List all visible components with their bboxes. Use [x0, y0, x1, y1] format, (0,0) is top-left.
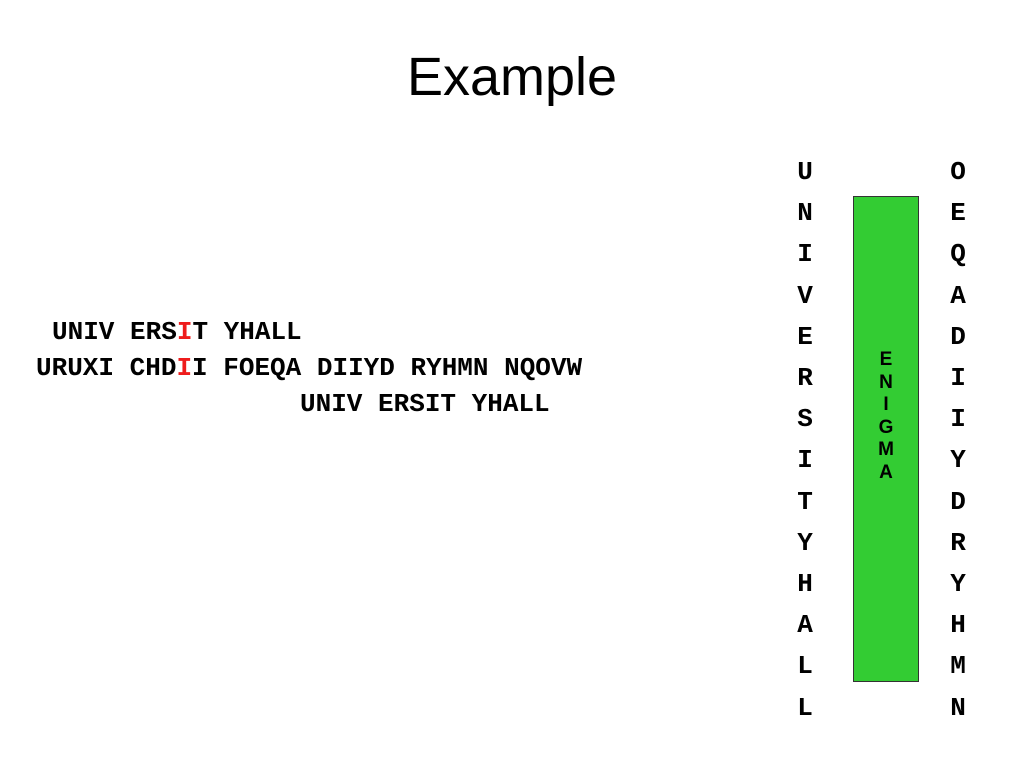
input-letter: U: [797, 157, 813, 187]
output-letter: I: [950, 363, 966, 394]
input-letter: R: [797, 363, 813, 394]
plaintext-highlight-letter: I: [176, 317, 193, 347]
input-letter: H: [797, 569, 813, 600]
output-letter: D: [950, 486, 966, 517]
input-letter: S: [797, 404, 813, 435]
output-letter: Y: [950, 569, 966, 600]
output-letter: D: [950, 321, 966, 352]
input-letter: Y: [797, 527, 813, 558]
rotor-label-letter: I: [883, 394, 889, 415]
rotor-label-letter: N: [879, 371, 893, 393]
input-letter: L: [797, 651, 813, 682]
decrypted-line: UNIV ERSIT YHALL: [300, 389, 550, 419]
input-letter: E: [797, 321, 813, 352]
output-letter: O: [950, 157, 966, 187]
rotor-label-letter: E: [879, 349, 893, 370]
input-letter: I: [797, 239, 813, 270]
output-letter: Q: [950, 239, 966, 270]
slide-title: Example: [406, 47, 618, 107]
input-letter: I: [797, 445, 813, 476]
output-letter: Y: [950, 445, 966, 476]
rotor-label-letter: M: [878, 439, 894, 460]
output-letter: M: [950, 651, 966, 682]
ciphertext-part-1: URUXI CHD: [36, 353, 177, 383]
output-letter: H: [950, 610, 966, 641]
rotor-label-letter: G: [878, 416, 894, 438]
rotor-label-letter: A: [879, 461, 893, 483]
output-letter: I: [950, 404, 966, 435]
plaintext-part-1: UNIV ERS: [52, 317, 177, 347]
output-letter: N: [950, 692, 966, 723]
ciphertext-line: URUXI CHDII FOEQA DIIYD RYHMN NQOVW: [36, 350, 582, 386]
input-letter: A: [797, 610, 813, 641]
output-letter: R: [950, 527, 966, 558]
input-letter: V: [797, 280, 813, 311]
ciphertext-part-2: I FOEQA DIIYD RYHMN NQOVW: [192, 353, 583, 383]
input-letter: L: [797, 692, 813, 723]
input-letter: N: [797, 198, 813, 229]
ciphertext-highlight-letter: I: [176, 353, 193, 383]
output-letter: E: [950, 198, 966, 229]
input-letter: T: [797, 486, 813, 517]
output-letter: A: [950, 280, 966, 311]
plaintext-line: UNIV ERSIT YHALL: [52, 314, 302, 350]
plaintext-part-2: T YHALL: [192, 317, 302, 347]
